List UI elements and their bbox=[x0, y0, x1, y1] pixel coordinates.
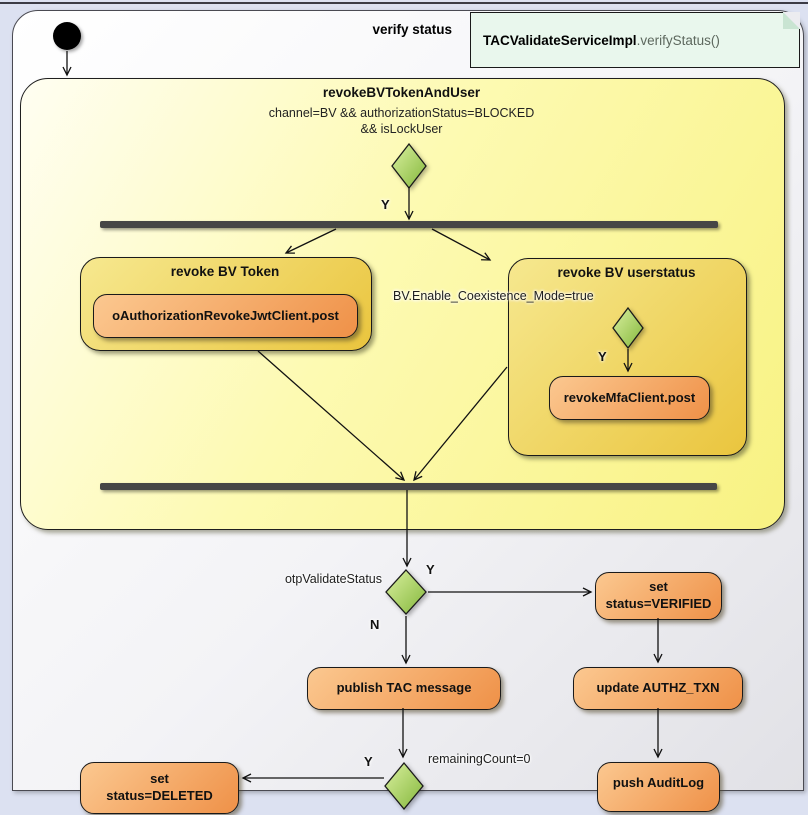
note-fold-icon bbox=[783, 12, 800, 29]
activity-title: verify status bbox=[372, 22, 452, 37]
action-set-status-deleted[interactable]: set status=DELETED bbox=[80, 762, 239, 814]
edge-label-yes-4: Y bbox=[364, 754, 373, 769]
action-set-status-verified[interactable]: set status=VERIFIED bbox=[595, 572, 722, 620]
action-revoke-mfa-client[interactable]: revokeMfaClient.post bbox=[549, 376, 710, 420]
decision-lock-user[interactable] bbox=[391, 142, 427, 190]
action-label: update AUTHZ_TXN bbox=[596, 680, 720, 696]
action-line1: set bbox=[649, 579, 668, 595]
group-guard-line1: channel=BV && authorizationStatus=BLOCKE… bbox=[268, 106, 535, 120]
edge-label-no: N bbox=[370, 617, 380, 632]
action-line1: set bbox=[150, 771, 169, 787]
decision-coexistence[interactable] bbox=[612, 306, 644, 350]
diamond-shape bbox=[391, 142, 427, 190]
guard-remaining-count: remainingCount=0 bbox=[428, 752, 531, 766]
action-publish-tac-message[interactable]: publish TAC message bbox=[307, 667, 501, 710]
decision-otp-validate-status[interactable] bbox=[385, 569, 427, 615]
action-call-label: oAuthorizationRevokeJwtClient.post bbox=[112, 307, 339, 323]
note-text: TACValidateServiceImpl.verifyStatus() bbox=[483, 33, 720, 48]
edge-label-yes-2: Y bbox=[598, 349, 607, 364]
diamond-shape bbox=[612, 306, 644, 350]
window-top-border bbox=[0, 2, 808, 4]
initial-node[interactable] bbox=[53, 22, 81, 50]
guard-otp-validate-status: otpValidateStatus bbox=[284, 572, 382, 586]
decision-remaining-count[interactable] bbox=[384, 761, 424, 811]
group-guard-line2: && isLockUser bbox=[360, 122, 443, 136]
action-update-authz-txn[interactable]: update AUTHZ_TXN bbox=[573, 667, 743, 710]
guard-coexistence-mode: BV.Enable_Coexistence_Mode=true bbox=[393, 289, 594, 303]
action-oauthorization-revoke-jwt-client[interactable]: oAuthorizationRevokeJwtClient.post bbox=[93, 294, 358, 338]
action-revoke-bv-token-title: revoke BV Token bbox=[170, 264, 280, 279]
diamond-shape bbox=[385, 569, 427, 615]
action-revoke-bv-userstatus[interactable] bbox=[508, 258, 747, 456]
action-line2: status=DELETED bbox=[106, 788, 213, 803]
edge-label-yes-3: Y bbox=[426, 562, 435, 577]
diamond-shape bbox=[384, 761, 424, 811]
note-class-name: TACValidateServiceImpl bbox=[483, 32, 637, 48]
group-title: revokeBVTokenAndUser bbox=[322, 85, 481, 100]
action-call-label: revokeMfaClient.post bbox=[563, 389, 696, 405]
note[interactable]: TACValidateServiceImpl.verifyStatus() bbox=[470, 12, 800, 68]
action-push-auditlog[interactable]: push AuditLog bbox=[597, 762, 720, 812]
action-line2: status=VERIFIED bbox=[605, 596, 712, 611]
edge-label-yes-1: Y bbox=[381, 197, 390, 212]
join-bar[interactable] bbox=[100, 483, 717, 490]
action-revoke-bv-userstatus-title: revoke BV userstatus bbox=[557, 265, 696, 280]
action-label: publish TAC message bbox=[336, 680, 472, 696]
action-label: push AuditLog bbox=[612, 775, 705, 790]
fork-bar[interactable] bbox=[100, 221, 718, 228]
note-method-call: .verifyStatus() bbox=[636, 32, 720, 48]
